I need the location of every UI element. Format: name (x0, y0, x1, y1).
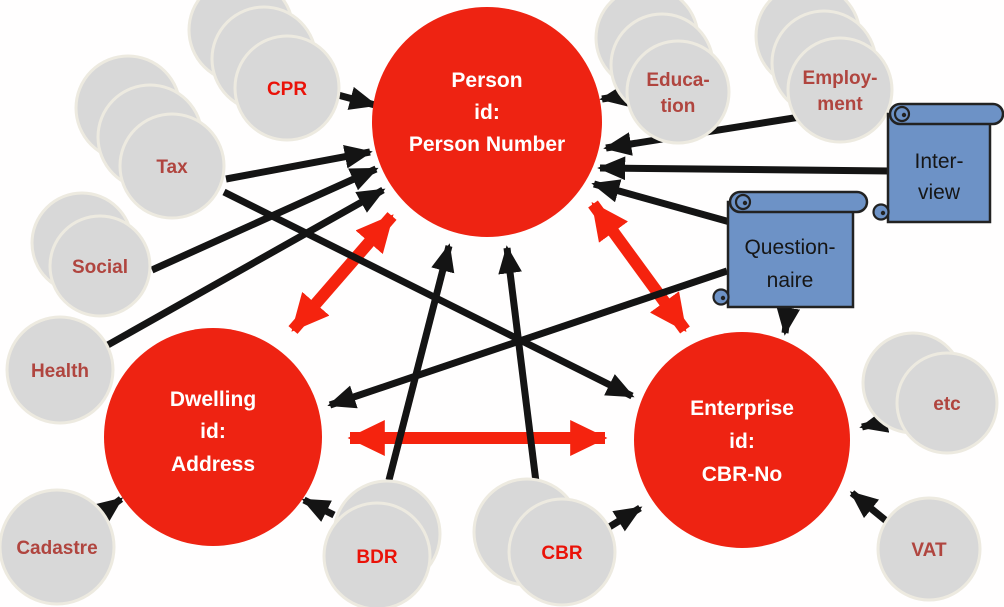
register-circle (895, 351, 999, 455)
interview-label-line: view (918, 181, 961, 204)
dwelling-label-line: Dwelling (170, 388, 256, 411)
scroll-top-curl-icon (734, 193, 752, 211)
arrow-health-to-person (104, 186, 386, 350)
arrow-tax-to-person (225, 144, 373, 183)
register-etc (861, 331, 999, 455)
person-label-line: Person (451, 69, 522, 92)
node-enterprise-circle (634, 332, 850, 548)
register-circle (118, 112, 226, 220)
etc-label: etc (933, 394, 961, 415)
register-circle (625, 39, 731, 145)
vat-label: VAT (911, 540, 947, 561)
register-education (594, 0, 731, 145)
node-person-circle (372, 7, 602, 237)
register-circle (322, 501, 432, 607)
scroll-curl-dot-icon (901, 112, 907, 118)
scroll-curl-dot-icon (742, 200, 748, 206)
node-labels: Person id: Person Number Dwelling id: Ad… (170, 69, 794, 486)
person-label-line: Person Number (409, 133, 565, 156)
arrow-cbr-to-person (498, 245, 540, 483)
enterprise-label-line: Enterprise (690, 397, 794, 420)
scroll-top-roll (888, 102, 1004, 126)
register-social (30, 191, 152, 318)
scroll-curl-dot-icon (880, 210, 886, 216)
health-label: Health (31, 361, 89, 382)
questionnaire-label-line: naire (767, 269, 814, 292)
tax-label: Tax (156, 157, 188, 178)
arrow-cbr-to-enterprise (604, 505, 643, 532)
questionnaire-label-line: Question- (744, 236, 835, 259)
register-tax (74, 54, 226, 220)
document-labels: Inter- view Question- naire (744, 150, 963, 292)
arrow-tax-to-enterprise (222, 188, 635, 400)
interview-label-line: Inter- (914, 150, 963, 173)
register-circle (5, 315, 115, 425)
register-vat (876, 496, 982, 602)
scroll-bottom-curl-icon (712, 288, 730, 306)
person-label-line: id: (474, 101, 500, 124)
register-health (5, 315, 115, 425)
scroll-body (726, 200, 855, 309)
register-bdr (322, 479, 442, 607)
employment-label-line: Employ- (803, 68, 878, 89)
arrow-questionnaire-to-dwelling (327, 267, 729, 409)
education-label-line: tion (661, 96, 696, 117)
dwelling-label-line: id: (200, 420, 226, 443)
register-circle (233, 34, 341, 142)
document-questionnaire (712, 190, 869, 309)
register-circle (0, 488, 116, 606)
register-cpr (187, 0, 341, 142)
red-links (288, 200, 690, 456)
enterprise-label-line: CBR-No (702, 463, 782, 486)
scroll-top-roll (728, 190, 869, 214)
scroll-curl-dot-icon (720, 295, 726, 301)
dwelling-label-line: Address (171, 453, 255, 476)
education-label-line: Educa- (646, 70, 709, 91)
scroll-top-curl-icon (893, 105, 911, 123)
arrow-questionnaire-to-person (591, 179, 731, 226)
register-circle (786, 36, 894, 144)
scroll-body (886, 112, 992, 224)
register-circle (507, 497, 617, 607)
link-person-enterprise-double-arrow (588, 200, 690, 334)
enterprise-label-line: id: (729, 430, 755, 453)
bdr-label: BDR (356, 547, 397, 568)
black-arrows (93, 83, 898, 532)
register-cadastre (0, 488, 116, 606)
social-label: Social (72, 257, 128, 278)
register-labels: CPR Tax Social Health Cadastre BDR CBR E… (16, 68, 961, 568)
arrow-interview-to-person (597, 156, 896, 181)
node-dwelling-circle (104, 328, 322, 546)
arrow-bdr-to-person (385, 243, 455, 481)
register-cbr (472, 477, 617, 607)
document-interview (872, 102, 1004, 224)
register-circle (876, 496, 982, 602)
arrow-cpr-to-person (337, 86, 378, 110)
register-employment (754, 0, 894, 144)
employment-label-line: ment (817, 94, 863, 115)
scroll-bottom-curl-icon (872, 203, 890, 221)
cbr-label: CBR (541, 543, 582, 564)
arrow-social-to-person (150, 165, 379, 274)
arrow-bdr-to-dwelling (301, 496, 336, 522)
link-person-dwelling-double-arrow (288, 212, 397, 334)
register-circle (48, 214, 152, 318)
cadastre-label: Cadastre (16, 538, 97, 559)
cpr-label: CPR (267, 79, 307, 100)
